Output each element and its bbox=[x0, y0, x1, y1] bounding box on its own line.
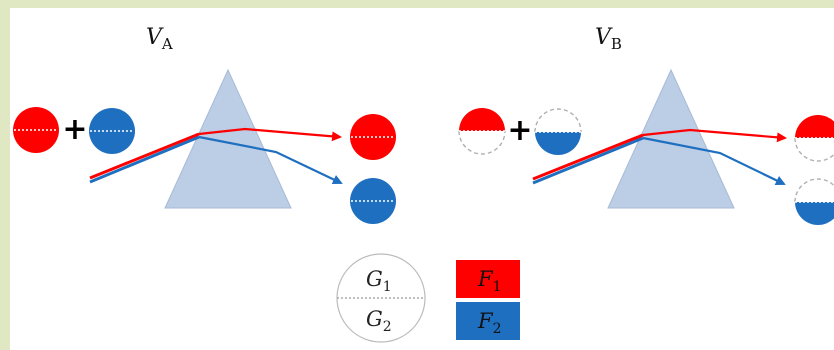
legend-f2: F2 bbox=[477, 309, 502, 337]
legend: G1 G2 F1 F2 bbox=[336, 253, 520, 343]
output-blue-half-circle bbox=[794, 178, 834, 225]
panel-a-title: VA bbox=[146, 25, 173, 53]
output-beam-blue-b bbox=[642, 136, 786, 186]
plus-sign-b: + bbox=[507, 113, 532, 148]
incident-beam-red-b bbox=[532, 133, 644, 181]
legend-f1-swatch bbox=[456, 260, 520, 298]
output-beam-red bbox=[198, 127, 342, 142]
incident-beam-blue bbox=[89, 135, 200, 184]
plus-sign: + bbox=[62, 112, 87, 147]
output-beam-blue bbox=[198, 135, 343, 185]
panel-b-title-var: V bbox=[595, 25, 613, 50]
panel-a-title-var: V bbox=[146, 25, 164, 50]
panel-a-title-sub: A bbox=[161, 35, 173, 53]
legend-g2: G2 bbox=[366, 307, 392, 335]
panel-b-title-sub: B bbox=[611, 35, 622, 53]
panel-b: VB + bbox=[458, 25, 834, 225]
panel-a: VA + bbox=[13, 25, 396, 224]
output-beam-red-b bbox=[642, 128, 787, 143]
panel-b-title: VB bbox=[595, 25, 622, 53]
legend-f2-swatch bbox=[456, 302, 520, 340]
incident-beam-red bbox=[89, 132, 200, 180]
input-blue-half-circle bbox=[534, 108, 582, 155]
prism-b bbox=[607, 68, 735, 209]
legend-g1: G1 bbox=[366, 267, 392, 295]
output-red-half-circle bbox=[794, 115, 834, 162]
input-red-half-circle bbox=[458, 108, 506, 155]
incident-beam-blue-b bbox=[532, 136, 644, 185]
legend-f1: F1 bbox=[477, 267, 502, 295]
